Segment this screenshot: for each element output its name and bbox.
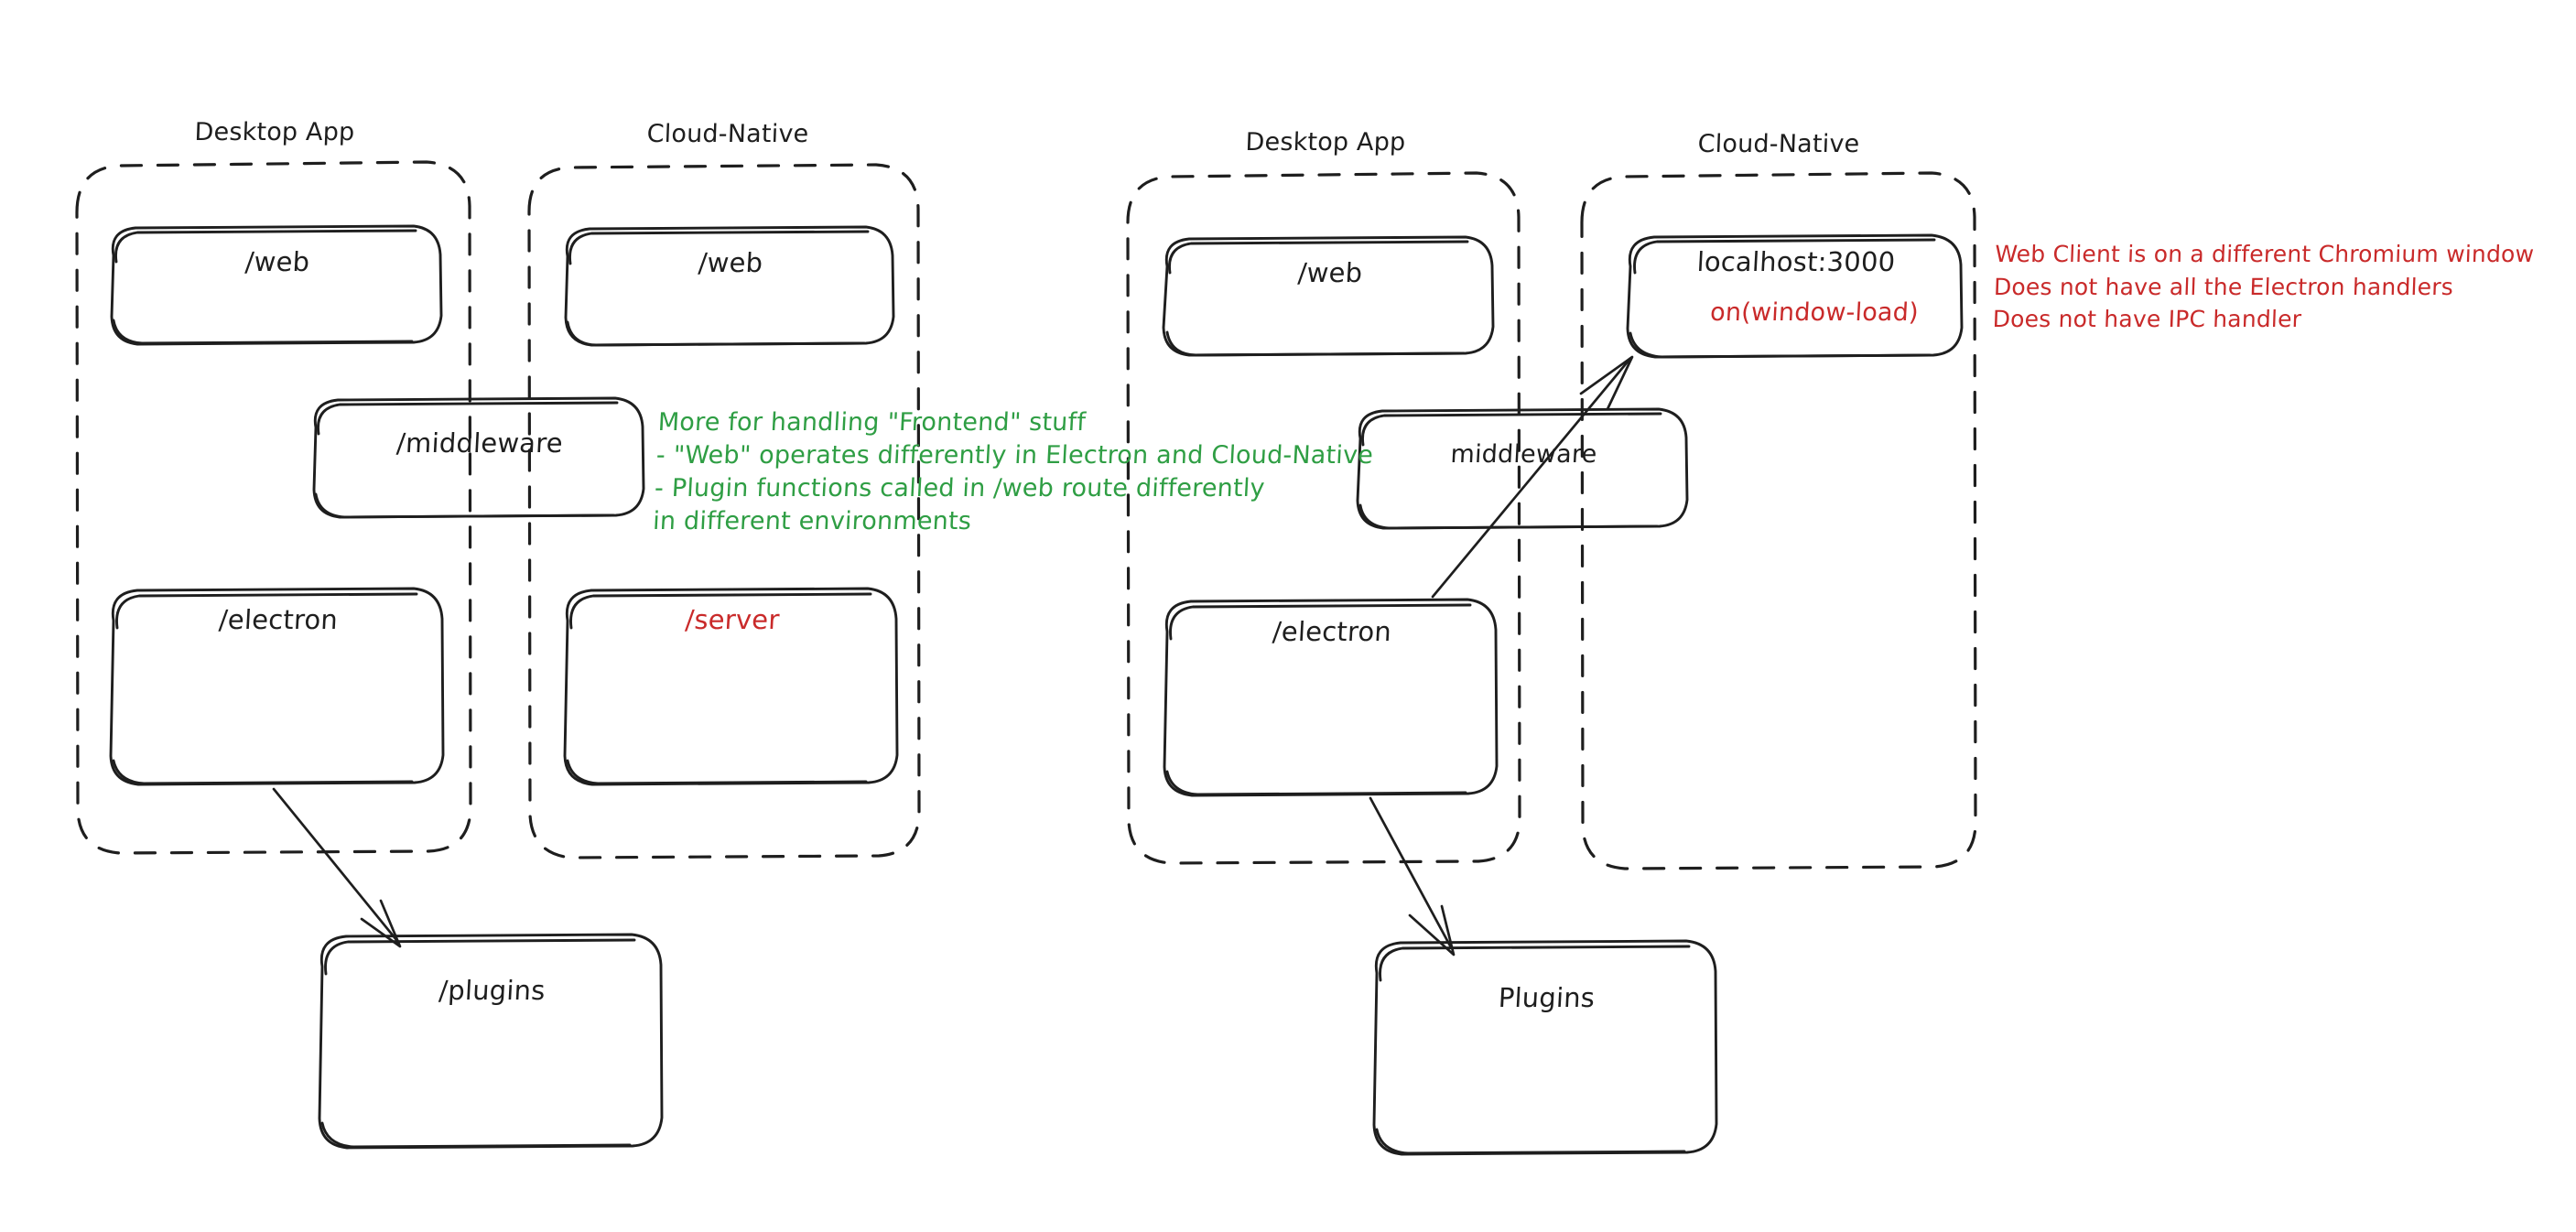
panel-outline-left-cloud (527, 163, 921, 859)
box-label-right-electron: /electron (1272, 616, 1392, 647)
arrow-right-electron-to-localhost (1431, 355, 1634, 599)
panel-title-left-desktop: Desktop App (194, 118, 355, 146)
box-left-server (563, 587, 899, 786)
box-label-left-plugins: /plugins (438, 975, 547, 1006)
arrow-right-electron-to-plugins (1369, 796, 1456, 956)
annotation-web-client-note: Web Client is on a different Chromium wi… (1992, 241, 2535, 332)
panel-outline-right-cloud (1580, 171, 1977, 870)
box-right-plugins (1372, 939, 1718, 1156)
box-label-left-desktop-web: /web (244, 246, 311, 277)
box-label-right-middleware: middleware (1449, 440, 1598, 469)
box-label-left-cloud-web: /web (697, 247, 764, 278)
box-label-right-cloud-localhost: localhost:3000 (1695, 246, 1897, 277)
panel-outline-left-desktop (75, 160, 472, 855)
panel-title-left-cloud: Cloud-Native (646, 120, 809, 148)
box-right-middleware (1356, 407, 1689, 530)
box-left-middleware (312, 396, 645, 519)
box-left-desktop-web (110, 224, 443, 346)
box-right-electron (1163, 598, 1499, 797)
box-label-left-electron: /electron (218, 604, 339, 635)
box-right-cloud-localhost (1626, 233, 1964, 359)
panel-title-right-cloud: Cloud-Native (1697, 130, 1860, 158)
panel-title-right-desktop: Desktop App (1245, 128, 1406, 157)
box-right-desktop-web (1162, 235, 1495, 357)
annotation-frontend-note: More for handling "Frontend" stuff - "We… (652, 408, 1374, 535)
box-left-plugins (318, 933, 664, 1150)
box-label-right-plugins: Plugins (1497, 982, 1596, 1013)
arrow-left-electron-to-plugins (272, 787, 402, 948)
sublabel-on-window-load: on(window-load) (1709, 298, 1920, 327)
panel-outline-right-desktop (1126, 171, 1521, 865)
box-label-left-middleware: /middleware (395, 427, 564, 459)
box-left-cloud-web (564, 225, 895, 347)
box-label-left-server: /server (684, 604, 781, 635)
box-left-electron (109, 587, 445, 786)
box-label-right-desktop-web: /web (1296, 257, 1364, 288)
